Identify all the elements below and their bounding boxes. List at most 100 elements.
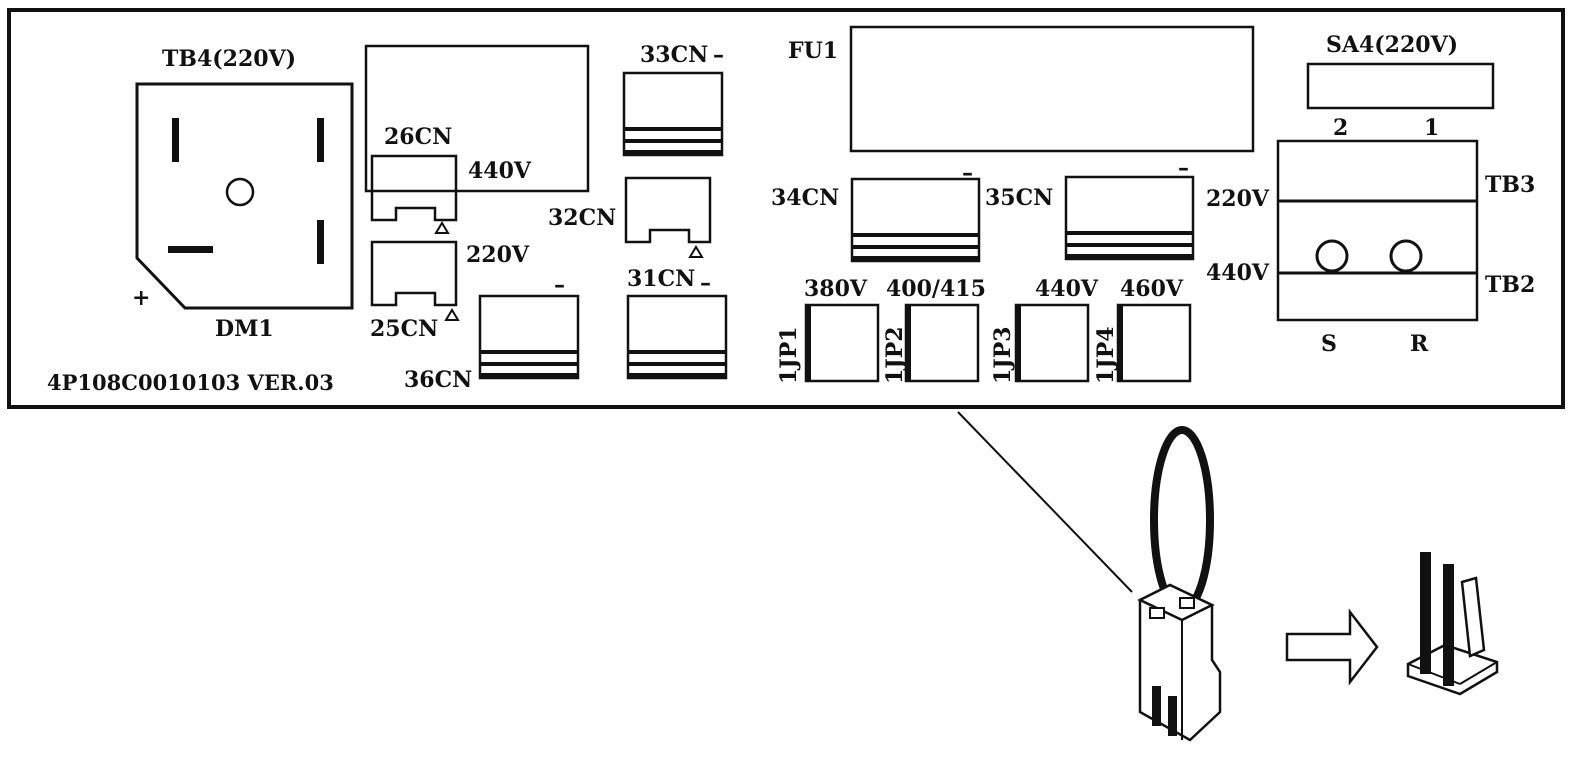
connector-33cn-band <box>624 150 722 154</box>
connector-35cn-band <box>1066 231 1193 235</box>
terminal-tb2-label: TB2 <box>1485 272 1535 298</box>
connector-36cn-band <box>480 373 578 377</box>
jumper-plug-top <box>1137 583 1215 622</box>
board-part-number: 4P108C0010103 VER.03 <box>47 370 334 395</box>
jumper-1jp4[interactable]: 460V 1JP4 <box>1093 276 1192 384</box>
terminal-screw-s <box>1315 239 1349 273</box>
switch-body[interactable] <box>1306 62 1495 110</box>
jumper-1jp4-edge <box>1118 305 1123 381</box>
jumper-1jp2-voltage: 400/415 <box>886 276 986 302</box>
jumper-1jp3-body <box>1014 303 1090 383</box>
rectifier-title: TB4(220V) <box>162 46 296 72</box>
board-outline <box>7 8 1565 409</box>
connector-35cn-band <box>1066 243 1193 247</box>
connector-33cn-dash: – <box>713 42 724 68</box>
fuse-block <box>849 25 1255 153</box>
jumper-plug-contact <box>1168 696 1177 736</box>
pin-header-pin <box>1443 564 1454 686</box>
connector-34cn-dash: – <box>962 160 973 186</box>
connector-26cn-arrow <box>434 221 450 234</box>
pin-header-shroud <box>1460 576 1486 658</box>
connector-35cn-band <box>1066 254 1193 258</box>
voltage-220v-left: 220V <box>466 242 530 268</box>
connector-35cn-dash: – <box>1178 155 1189 181</box>
jumper-1jp2[interactable]: 400/415 1JP2 <box>882 276 986 384</box>
terminal-tb3-label: TB3 <box>1485 172 1535 198</box>
connector-34cn-label: 34CN <box>771 185 839 211</box>
connector-36cn-band <box>480 362 578 366</box>
jumper-plug-illustration <box>1137 426 1222 742</box>
jumper-1jp1[interactable]: 380V 1JP1 <box>776 276 880 384</box>
jumper-1jp2-body <box>904 303 980 383</box>
connector-25cn-arrow <box>444 308 460 321</box>
arrow-right-icon <box>1285 608 1379 686</box>
jumper-1jp4-name: 1JP4 <box>1093 326 1119 384</box>
jumper-1jp1-edge <box>806 305 811 381</box>
connector-31cn-band <box>628 362 726 366</box>
terminal-r-label: R <box>1410 331 1429 357</box>
switch-position-1: 1 <box>1424 115 1439 141</box>
connector-34cn <box>850 177 981 263</box>
terminal-screw-r <box>1389 239 1423 273</box>
connector-31cn-band <box>628 350 726 354</box>
voltage-440v-right: 440V <box>1206 260 1270 286</box>
connector-36cn-band <box>480 350 578 354</box>
connector-36cn <box>478 294 580 380</box>
switch-position-2: 2 <box>1333 115 1348 141</box>
connector-25cn-label: 25CN <box>370 316 438 342</box>
connector-26cn <box>370 154 458 222</box>
connector-32cn <box>624 176 712 244</box>
connector-34cn-band <box>852 245 979 249</box>
jumper-plug-contact <box>1152 686 1161 726</box>
jumper-1jp3-edge <box>1016 305 1021 381</box>
connector-31cn <box>626 294 728 380</box>
rectifier-pin-1 <box>172 118 179 162</box>
jumper-1jp1-voltage: 380V <box>804 276 868 302</box>
rectifier-pin-4 <box>168 246 213 253</box>
jumper-1jp4-voltage: 460V <box>1120 276 1184 302</box>
connector-33cn <box>622 71 724 157</box>
connector-35cn-label: 35CN <box>985 185 1053 211</box>
pin-header-base-edge <box>1459 661 1498 685</box>
jumper-plug-slot <box>1179 597 1195 609</box>
connector-31cn-band <box>628 373 726 377</box>
connector-35cn <box>1064 175 1195 261</box>
rectifier-pin-2 <box>317 118 324 162</box>
jumper-wire-loop <box>1150 426 1214 614</box>
pin-header-illustration <box>1406 552 1499 696</box>
connector-34cn-band <box>852 256 979 260</box>
pin-header-pin <box>1420 552 1431 674</box>
jumper-1jp3-name: 1JP3 <box>990 326 1016 384</box>
rectifier-body <box>135 82 354 310</box>
connector-33cn-label: 33CN <box>640 42 708 68</box>
connector-32cn-label: 32CN <box>548 205 616 231</box>
connector-31cn-dash: – <box>700 270 711 296</box>
connector-32cn-arrow <box>688 245 704 258</box>
connector-26cn-label: 26CN <box>384 124 452 150</box>
connector-34cn-band <box>852 233 979 237</box>
jumper-1jp2-name: 1JP2 <box>882 326 908 384</box>
connector-31cn-label: 31CN <box>627 266 695 292</box>
jumper-1jp3[interactable]: 440V 1JP3 <box>990 276 1099 384</box>
voltage-440v-left: 440V <box>468 158 532 184</box>
connector-36cn-dash: – <box>554 272 565 298</box>
jumper-1jp1-name: 1JP1 <box>776 326 802 384</box>
upper-component-block <box>364 44 590 193</box>
connector-33cn-band <box>624 127 722 131</box>
connector-33cn-band <box>624 139 722 143</box>
terminal-s-label: S <box>1321 331 1337 357</box>
jumper-1jp1-body <box>804 303 880 383</box>
jumper-plug-slot <box>1149 607 1165 619</box>
voltage-220v-right: 220V <box>1206 186 1270 212</box>
switch-label: SA4(220V) <box>1326 32 1458 58</box>
rectifier-plus-sign: + <box>132 285 150 311</box>
connector-25cn <box>370 240 458 307</box>
jumper-1jp2-edge <box>906 305 911 381</box>
jumper-1jp4-body <box>1116 303 1192 383</box>
callout-leader-line <box>957 411 1133 593</box>
terminal-block <box>1276 139 1479 322</box>
rectifier-mount-hole <box>225 177 255 207</box>
connector-36cn-label: 36CN <box>404 367 472 393</box>
rectifier-name: DM1 <box>215 316 274 342</box>
